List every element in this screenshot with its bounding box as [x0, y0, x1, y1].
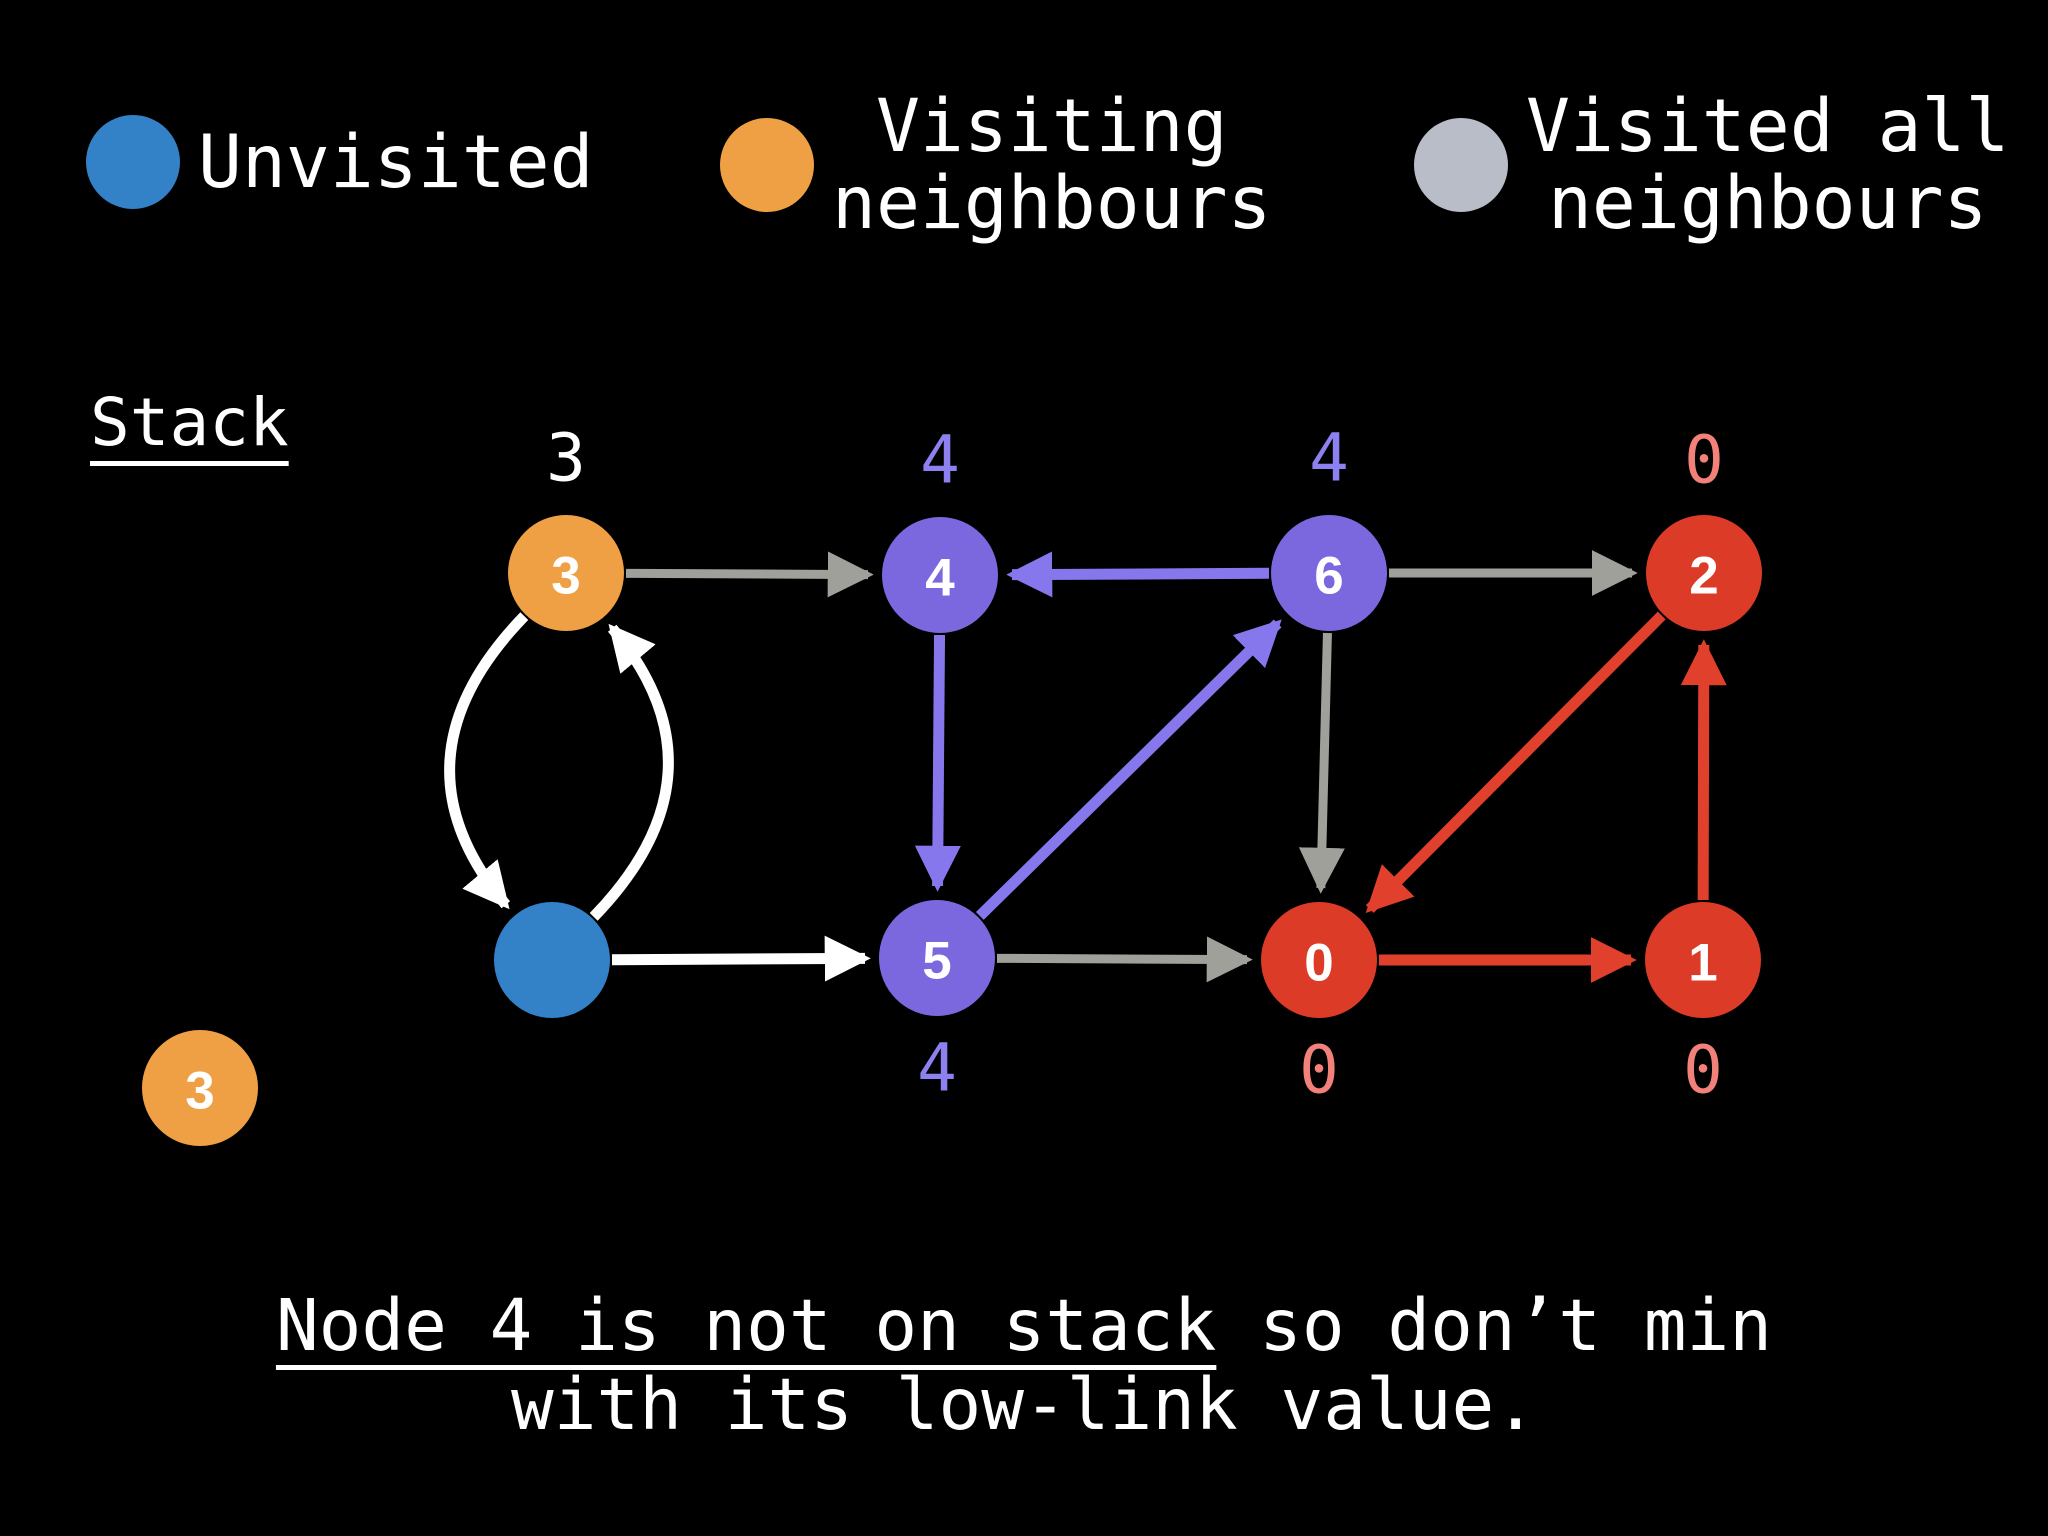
- stack-title: Stack: [90, 384, 289, 461]
- lowlink-label-6: 4: [1309, 420, 1349, 497]
- node-1: [1645, 902, 1761, 1018]
- edge-3-4: [625, 551, 874, 598]
- node-label-1: 1: [1688, 934, 1717, 993]
- edge-2-0: [1365, 611, 1666, 914]
- edge-blue-3: [589, 623, 674, 921]
- caption-line-2: with its low-link value.: [511, 1363, 1537, 1446]
- stack-node-label-3: 3: [185, 1062, 214, 1121]
- node-4: [882, 517, 998, 633]
- legend-item-visiting: Visiting neighbours: [720, 88, 1272, 242]
- node-label-2: 2: [1689, 547, 1718, 606]
- node-label-4: 4: [925, 549, 955, 608]
- lowlink-label-5: 4: [917, 1030, 957, 1107]
- node-label-5: 5: [922, 932, 951, 991]
- caption-rest-text: so don’t min: [1216, 1284, 1773, 1367]
- legend-label-unvisited: Unvisited: [198, 119, 594, 205]
- legend-item-visited-all: Visited all neighbours: [1414, 88, 2009, 242]
- caption-line-1: Node 4 is not on stack so don’t min: [0, 1286, 2048, 1365]
- edge-4-5: [914, 634, 961, 892]
- lowlink-label-0: 0: [1299, 1032, 1339, 1109]
- edge-1-2: [1680, 639, 1727, 901]
- node-5: [879, 900, 995, 1016]
- visited-all-dot-icon: [1414, 118, 1508, 212]
- edge-5-6: [975, 619, 1282, 920]
- visiting-dot-icon: [720, 118, 814, 212]
- edge-6-4: [1006, 551, 1270, 598]
- caption-underlined-text: Node 4 is not on stack: [275, 1284, 1217, 1367]
- node-2: [1646, 515, 1762, 631]
- legend-label-visited-all: Visited all neighbours: [1526, 84, 2010, 246]
- caption: Node 4 is not on stack so don’t min with…: [0, 1286, 2048, 1444]
- node-label-0: 0: [1304, 934, 1333, 993]
- node-0: [1261, 902, 1377, 1018]
- node-6: [1271, 515, 1387, 631]
- node-3: [508, 515, 624, 631]
- lowlink-label-4: 4: [920, 422, 960, 499]
- edge-5-0: [996, 936, 1253, 983]
- lowlink-label-3: 3: [546, 420, 586, 497]
- node-blue: [494, 902, 610, 1018]
- lowlink-label-2: 0: [1684, 422, 1724, 499]
- edge-blue-5: [611, 935, 871, 982]
- edge-6-0: [1298, 632, 1345, 894]
- node-label-3: 3: [551, 547, 580, 606]
- legend-item-unvisited: Unvisited: [86, 115, 594, 209]
- unvisited-dot-icon: [86, 115, 180, 209]
- edge-3-blue: [444, 612, 529, 910]
- legend-label-visiting: Visiting neighbours: [832, 84, 1272, 246]
- stack-node-3: [142, 1030, 258, 1146]
- node-label-6: 6: [1314, 547, 1343, 606]
- lowlink-label-1: 0: [1683, 1032, 1723, 1109]
